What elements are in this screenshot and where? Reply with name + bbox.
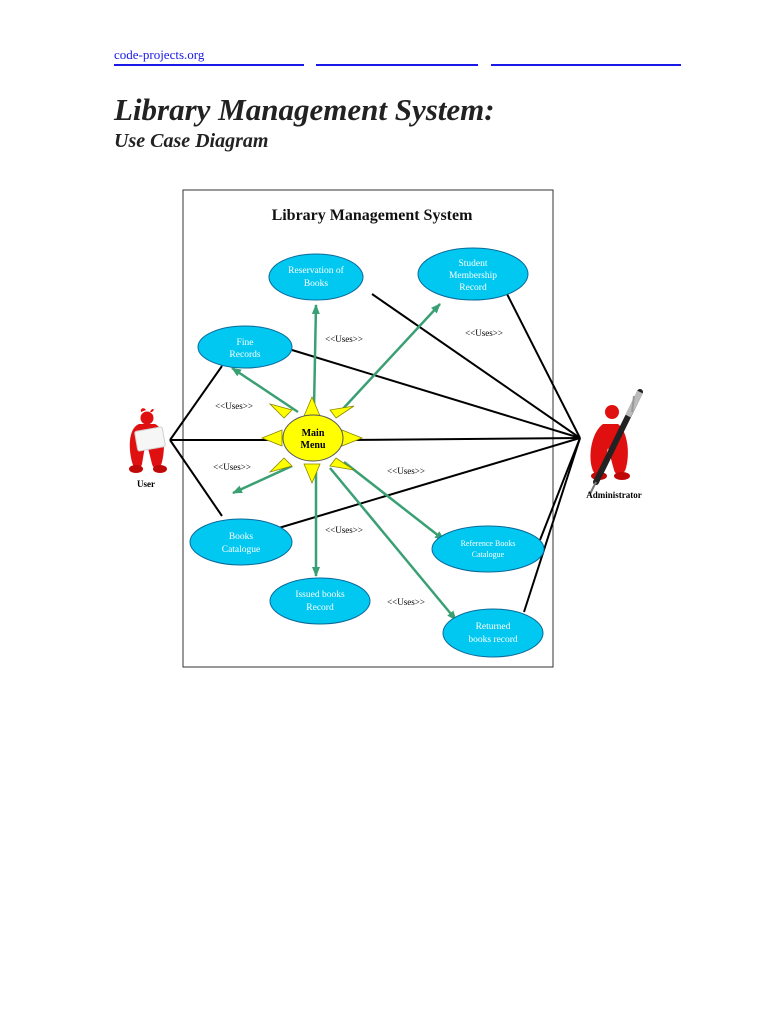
line-user-fine	[169, 365, 223, 441]
uses-label-reference: <<Uses>>	[387, 466, 425, 476]
administrator-actor-icon	[589, 389, 643, 495]
fine-label-1: Fine	[237, 338, 254, 348]
use-case-reference-books	[431, 525, 545, 573]
arrow-student	[339, 303, 441, 413]
arrow-reference	[343, 461, 445, 541]
page-subtitle: Use Case Diagram	[114, 130, 269, 152]
code-projects-link[interactable]: code-projects.org	[114, 47, 304, 66]
user-actor-icon	[129, 408, 167, 473]
use-case-returned-books	[442, 608, 544, 658]
returned-label-1: Returned	[476, 622, 511, 632]
arrow-fine	[231, 366, 299, 414]
arrow-returned	[329, 467, 457, 621]
uses-label-reservation: <<Uses>>	[325, 334, 363, 344]
line-admin-fine	[291, 349, 581, 439]
main-menu-node	[282, 414, 344, 462]
fine-label-2: Records	[229, 350, 260, 360]
use-case-books-catalogue	[189, 518, 293, 566]
line-admin-catalogue	[271, 437, 581, 531]
line-admin-mainmenu	[345, 437, 581, 441]
association-lines	[169, 291, 581, 613]
page-title: Library Management System:	[114, 92, 495, 127]
arrow-reservation	[311, 304, 320, 409]
use-case-student-membership	[417, 247, 529, 301]
issued-label-2: Record	[306, 603, 334, 613]
main-menu-label-2: Menu	[301, 440, 326, 451]
uses-label-user-lower: <<Uses>>	[213, 462, 251, 472]
student-label-1: Student	[458, 259, 487, 269]
reservation-label-1: Reservation of	[288, 265, 345, 276]
uses-label-issued: <<Uses>>	[325, 525, 363, 535]
returned-label-2: books record	[468, 635, 518, 645]
student-label-3: Record	[459, 283, 487, 293]
user-actor-label: User	[137, 479, 155, 489]
use-case-issued-books	[269, 577, 371, 625]
use-case-fine-records	[197, 325, 293, 369]
main-menu-label-1: Main	[302, 428, 325, 439]
header-links: code-projects.org	[114, 47, 682, 67]
line-admin-student	[505, 291, 581, 439]
uses-label-fine: <<Uses>>	[215, 401, 253, 411]
uses-label-returned: <<Uses>>	[387, 597, 425, 607]
line-admin-returned	[523, 437, 581, 613]
uses-arrows	[231, 303, 457, 621]
reference-label-1: Reference Books	[461, 539, 516, 548]
use-case-reservation	[268, 253, 364, 301]
administrator-actor-label: Administrator	[586, 490, 642, 500]
student-label-2: Membership	[449, 271, 497, 281]
line-admin-reservation	[371, 293, 581, 439]
arrow-user-lower	[232, 464, 293, 495]
diagram-title: Library Management System	[272, 207, 474, 224]
reference-label-2: Catalogue	[472, 550, 505, 559]
uses-label-student: <<Uses>>	[465, 328, 503, 338]
header-link-blank-3[interactable]	[491, 47, 681, 66]
catalogue-label-2: Catalogue	[222, 545, 261, 555]
line-admin-reference	[539, 437, 581, 541]
issued-label-1: Issued books	[295, 590, 345, 600]
catalogue-label-1: Books	[229, 532, 254, 542]
reservation-label-2: Books	[304, 279, 329, 289]
header-link-blank-2[interactable]	[316, 47, 478, 66]
line-user-catalogue	[169, 439, 223, 517]
